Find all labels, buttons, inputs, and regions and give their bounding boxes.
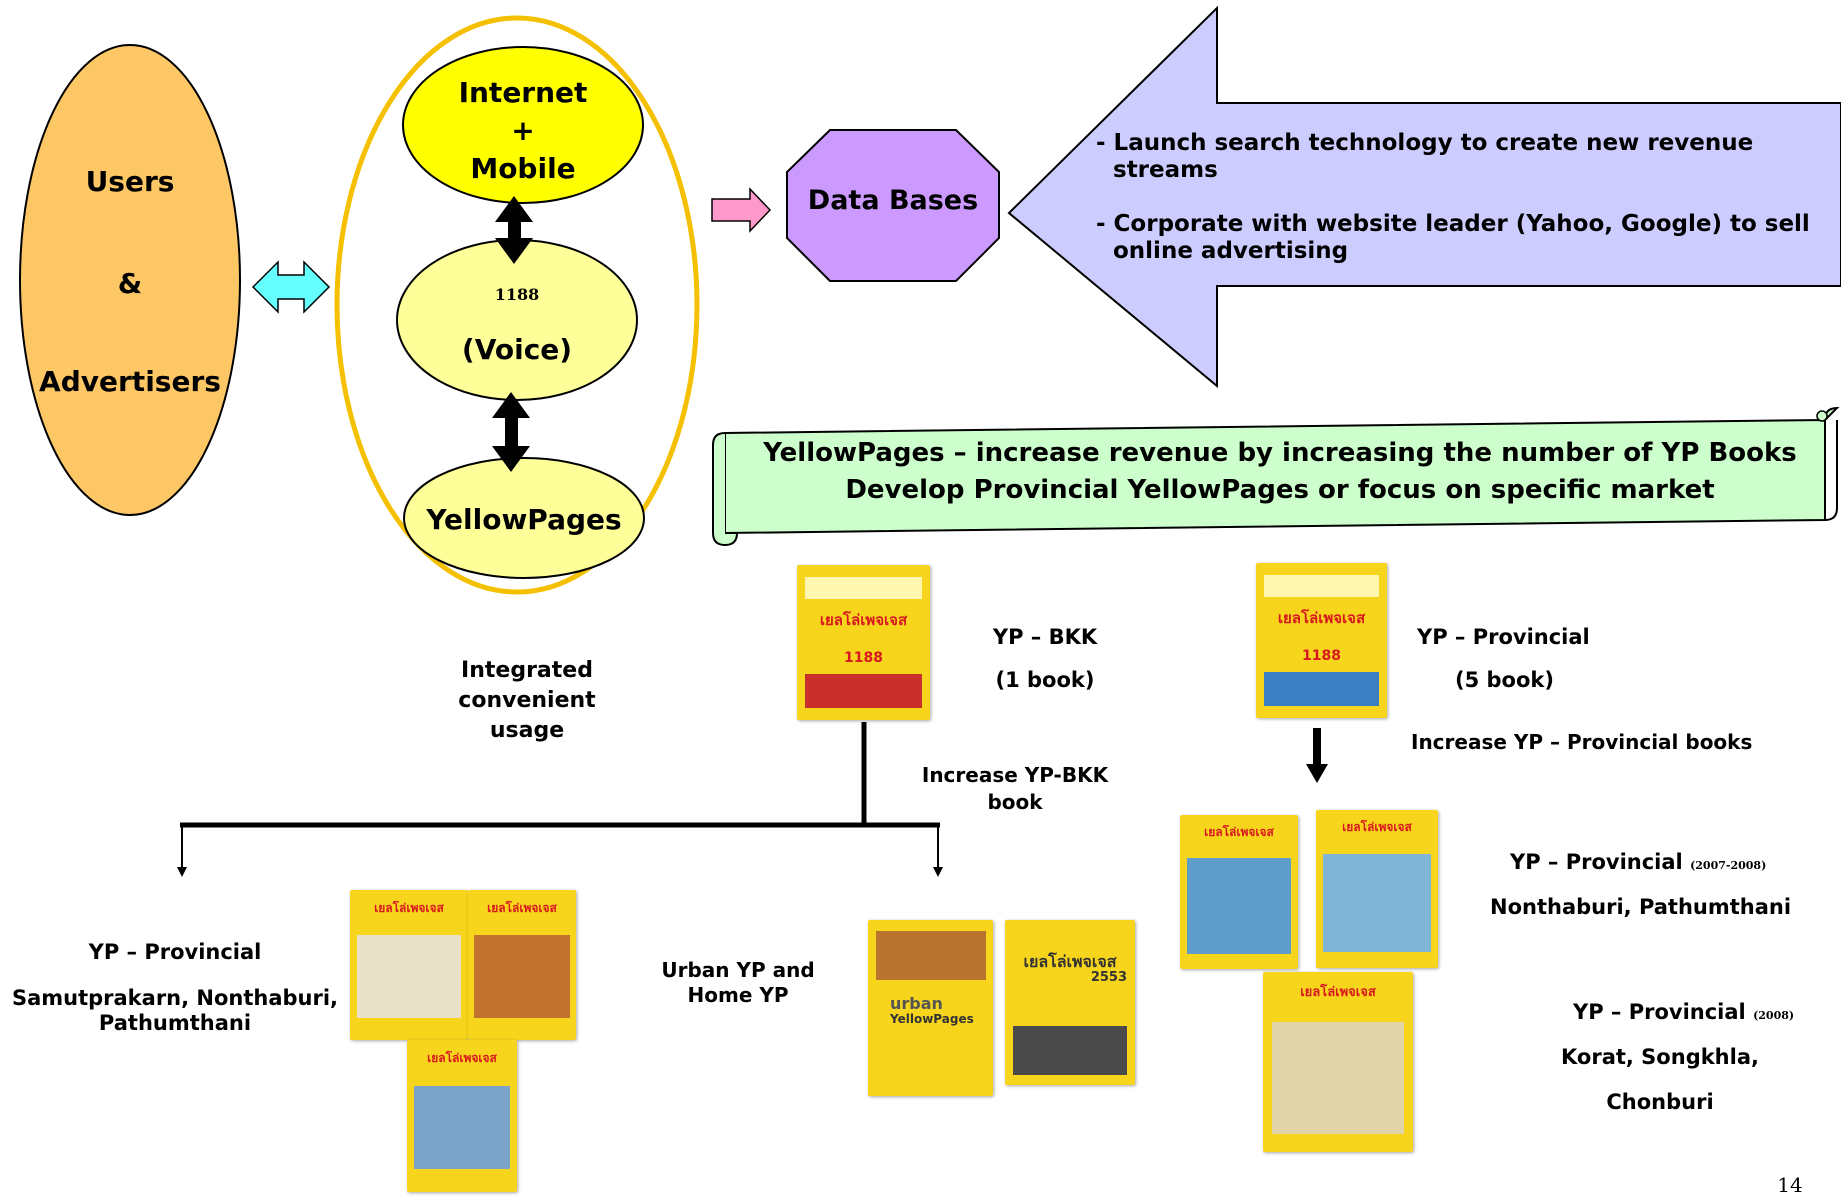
voice-yellowpages-arrow [492, 392, 530, 472]
urban-label-1: Urban YP and [661, 958, 815, 982]
integrated-caption-2: convenient [458, 688, 596, 713]
book-year-text: 2553 [1090, 969, 1127, 985]
urban-word-text: urban [890, 993, 943, 1013]
strategy-big-arrow [1007, 5, 1841, 389]
yp-bkk-book-cover: เยลโล่เพจเจส 1188 [797, 565, 930, 720]
ampersand-label: & [117, 267, 143, 300]
book-title-text: เยลโล่เพจเจส [1300, 985, 1376, 1000]
channels-container [334, 15, 700, 595]
left-provincial-places-2: Pathumthani [98, 1011, 252, 1035]
increase-bkk-2: book [987, 790, 1043, 814]
book-title-text: เยลโล่เพจเจส [487, 901, 557, 915]
voice-number-label: 1188 [494, 285, 540, 304]
integrated-caption-1: Integrated [461, 658, 593, 683]
strategy-bullet-2b: online advertising [1113, 238, 1349, 264]
book-title-text: เยลโล่เพจเจส [427, 1051, 497, 1066]
prov-2007-title: YP – Provincial (2007-2008) [1510, 850, 1766, 874]
strategy-bullet-1a: - Launch search technology to create new… [1096, 130, 1754, 156]
prov-2007-places: Nonthaburi, Pathumthani [1490, 895, 1792, 919]
book-title-text: เยลโล่เพจเจส [374, 901, 444, 915]
prov-2007-book-cover-2: เยลโล่เพจเจส [1316, 810, 1438, 968]
yp-bkk-count: (1 book) [995, 668, 1095, 692]
integrated-caption-3: usage [489, 718, 565, 743]
pink-right-arrow [711, 187, 772, 233]
prov-2007-years: (2007-2008) [1690, 859, 1767, 872]
home-yp-book-cover: เยลโล่เพจเจส 2553 [1005, 920, 1135, 1085]
book-title-text: เยลโล่เพจเจส [1023, 951, 1117, 971]
book-title-text: เยลโล่เพจเจส [1204, 824, 1274, 839]
book-number-text: 1188 [844, 650, 883, 667]
yp-provincial-count: (5 book) [1455, 668, 1554, 692]
pathumthani-book-cover: เยลโล่เพจเจส [407, 1040, 517, 1192]
book-number-text: 1188 [1302, 648, 1341, 665]
provincial-down-arrow [1306, 728, 1328, 783]
prov-2008-book-cover: เยลโล่เพจเจส [1263, 972, 1413, 1152]
bkk-tree [177, 722, 943, 877]
book-title-text: เยลโล่เพจเจส [1342, 819, 1412, 834]
strategy-bullet-1b: streams [1113, 157, 1218, 183]
increase-bkk-1: Increase YP-BKK [921, 763, 1109, 787]
prov-2008-title: YP – Provincial (2008) [1573, 1000, 1794, 1024]
advertisers-label: Advertisers [39, 365, 221, 398]
prov-2008-years: (2008) [1753, 1009, 1795, 1022]
prov-2008-places-1: Korat, Songkhla, [1561, 1045, 1759, 1069]
prov-2008-title-text: YP – Provincial [1573, 1000, 1746, 1024]
strategy-bullet-2a: - Corporate with website leader (Yahoo, … [1096, 211, 1810, 237]
voice-ellipse [396, 239, 638, 401]
banner-scroll [712, 406, 1840, 547]
prov-2008-places-2: Chonburi [1606, 1090, 1714, 1114]
users-ellipse [19, 44, 241, 516]
nonthaburi-book-cover: เยลโล่เพจเจส [468, 890, 576, 1040]
urban-label-2: Home YP [687, 983, 789, 1007]
increase-provincial-label: Increase YP – Provincial books [1411, 730, 1753, 754]
yp-bkk-label: YP – BKK [992, 625, 1098, 649]
urban-brand-text: YellowPages [890, 1011, 974, 1026]
voice-label: (Voice) [461, 333, 573, 366]
internet-mobile-ellipse [402, 46, 644, 204]
plus-label: + [511, 114, 535, 147]
left-provincial-title: YP – Provincial [88, 940, 262, 964]
page-number: 14 [1777, 1173, 1803, 1197]
internet-voice-arrow [495, 196, 533, 264]
cyan-double-arrow [251, 260, 331, 314]
left-provincial-places-1: Samutprakarn, Nonthaburi, [11, 986, 339, 1010]
book-title-text: เยลโล่เพจเจส [819, 611, 908, 630]
banner-line-1: YellowPages – increase revenue by increa… [763, 438, 1797, 468]
databases-label: Data Bases [807, 185, 979, 216]
yp-provincial-book-cover: เยลโล่เพจเจส 1188 [1256, 563, 1387, 718]
users-label: Users [85, 165, 175, 198]
banner-line-2: Develop Provincial YellowPages or focus … [845, 475, 1715, 505]
prov-2007-title-text: YP – Provincial [1510, 850, 1683, 874]
mobile-label: Mobile [470, 152, 576, 185]
book-title-text: เยลโล่เพจเจส [1277, 609, 1366, 628]
databases-octagon [786, 129, 1000, 282]
urban-yp-book-cover: urban YellowPages [868, 920, 993, 1096]
yellowpages-label: YellowPages [426, 503, 622, 536]
yellowpages-ellipse [403, 457, 645, 579]
prov-2007-book-cover-1: เยลโล่เพจเจส [1180, 815, 1298, 969]
yp-provincial-label: YP – Provincial [1417, 625, 1590, 649]
samutprakarn-book-cover: เยลโล่เพจเจส [350, 890, 468, 1040]
internet-label: Internet [458, 76, 588, 109]
